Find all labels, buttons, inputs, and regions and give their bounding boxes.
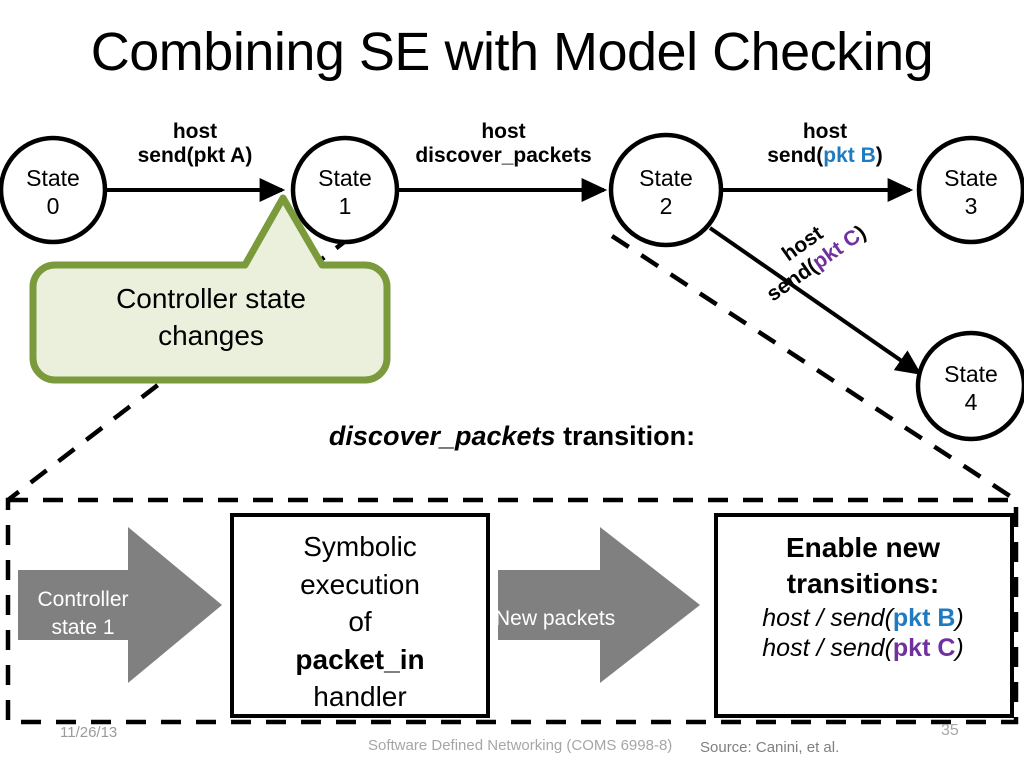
footer-source: Source: Canini, et al. xyxy=(700,739,840,756)
box2-header-line1: Enable new xyxy=(785,532,941,563)
pkt-b-token-box: pkt B xyxy=(892,603,956,632)
t2-line1: host xyxy=(802,120,848,143)
pipeline-arrow-1 xyxy=(18,527,222,683)
section-caption: discover_packets transition: xyxy=(0,421,1024,452)
callout-shape xyxy=(29,194,391,384)
state-circles xyxy=(0,132,1024,442)
section-caption-emphasis: discover_packets xyxy=(328,421,556,451)
footer-page-number: 35 xyxy=(941,722,959,739)
t2-line2: send(pkt B) xyxy=(767,144,883,168)
symbolic-execution-box[interactable] xyxy=(230,513,490,718)
arrow-state2-state4 xyxy=(708,226,922,375)
pkt-b-token-edge: pkt B xyxy=(823,144,876,168)
symbolic-execution-label: Symbolic execution of packet_in handler xyxy=(236,528,484,716)
pipeline-arrow-2 xyxy=(498,527,700,683)
box2-header-line2: transitions: xyxy=(786,568,940,600)
page-title: Combining SE with Model Checking xyxy=(90,22,934,82)
enable-transitions-box[interactable] xyxy=(714,513,1014,718)
callout-line2: changes xyxy=(158,319,264,351)
t1-line2: discover_packets xyxy=(415,144,592,168)
t0-line1: host xyxy=(172,120,218,143)
box1-line1: Symbolic xyxy=(303,531,417,562)
state-circle-0[interactable] xyxy=(0,135,108,245)
section-caption-rest: transition: xyxy=(555,421,696,451)
callout-line1: Controller state xyxy=(116,283,306,314)
zoom-connector-right xyxy=(610,234,1018,502)
transition-label-1: host discover_packets xyxy=(396,120,611,169)
transition-label-0: host send(pkt A) xyxy=(95,120,295,169)
box2-row-1: host / send(pkt C) xyxy=(762,634,964,663)
state-circle-3[interactable] xyxy=(916,135,1024,245)
packet-in-token: packet_in xyxy=(295,643,425,675)
callout-bubble[interactable] xyxy=(29,194,391,384)
transition-arrows xyxy=(107,178,922,375)
box1-line3: of packet_in xyxy=(295,606,425,675)
box1-line4: handler xyxy=(313,681,407,713)
t0-line2: send(pkt A) xyxy=(137,144,253,168)
state-circle-2[interactable] xyxy=(608,132,724,248)
state-circle-4[interactable] xyxy=(915,330,1024,442)
t1-line1: host xyxy=(481,120,526,143)
box2-row-0: host / send(pkt B) xyxy=(762,603,964,632)
footer-date: 11/26/13 xyxy=(60,724,118,741)
footer-course: Software Defined Networking (COMS 6998-8… xyxy=(368,737,673,754)
state-circle-1[interactable] xyxy=(290,135,400,245)
box1-line2: execution xyxy=(300,568,420,600)
callout-label: Controller state changes xyxy=(46,281,376,355)
pkt-c-token-box: pkt C xyxy=(892,634,956,663)
enable-transitions-label: Enable new transitions: host / send(pkt … xyxy=(722,530,1004,664)
transition-label-2: host send(pkt B) xyxy=(730,120,920,169)
detail-panel-border xyxy=(5,497,1019,725)
